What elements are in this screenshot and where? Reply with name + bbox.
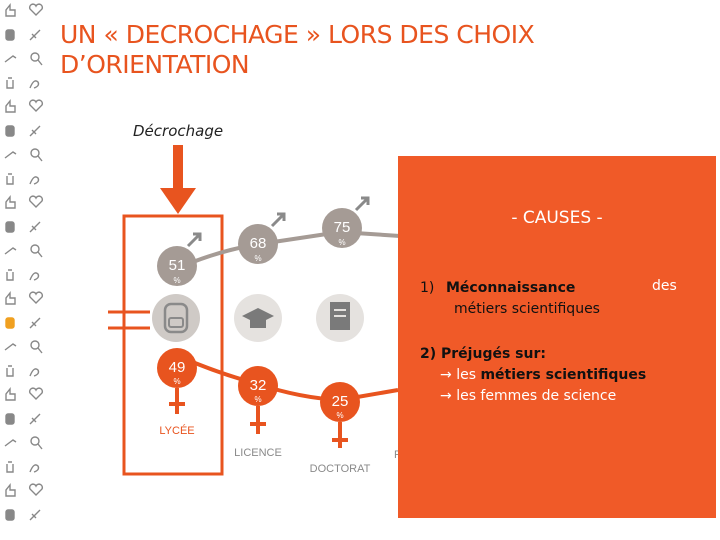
stage-label-lycee: LYCÉE	[159, 424, 194, 437]
cause-2-head: 2) Préjugés sur:	[420, 346, 546, 362]
cause-2-sub-2: → les femmes de science	[440, 388, 617, 404]
title-line-2: D’ORIENTATION	[60, 50, 250, 79]
svg-text:%: %	[338, 238, 345, 247]
svg-text:%: %	[173, 276, 180, 285]
cause-1-number: 1)	[420, 280, 435, 296]
causes-title: - CAUSES -	[511, 208, 603, 228]
women-value-doctorat: 25	[332, 393, 349, 410]
women-value-lycee: 49	[169, 359, 186, 376]
page-title: UN « DECROCHAGE » LORS DES CHOIX D’ORIEN…	[60, 20, 620, 80]
men-value-lycee: 51	[169, 257, 186, 274]
svg-text:%: %	[336, 411, 343, 420]
stage-label-doctorat: DOCTORAT	[310, 463, 371, 475]
graduation-cap-icon	[234, 294, 282, 342]
men-value-doctorat: 75	[334, 219, 351, 236]
women-circle-doctorat: 25 %	[320, 382, 360, 448]
hidden-stage-fragment: P	[394, 449, 401, 461]
causes-panel: - CAUSES - 1) Méconnaissance métiers scie…	[398, 156, 716, 518]
stage-label-licence: LICENCE	[234, 447, 282, 459]
women-circle-licence: 32 %	[238, 366, 278, 434]
men-circle-licence: 68 %	[238, 212, 286, 264]
cause-item-1: 1) Méconnaissance métiers scientifiques	[420, 278, 600, 320]
decrochage-label: Décrochage	[133, 122, 224, 140]
arrow-right-icon: →	[440, 388, 457, 404]
lycee-highlight-box	[122, 214, 224, 476]
cause-1-des: des	[652, 278, 677, 294]
svg-text:%: %	[254, 395, 261, 404]
women-circle-lycee: 49 %	[157, 348, 197, 414]
heart-icon	[28, 3, 44, 16]
cause-1-keyword: Méconnaissance	[446, 280, 576, 296]
men-circle-doctorat: 75 %	[322, 196, 370, 248]
document-icon	[316, 294, 364, 342]
backpack-icon	[152, 294, 200, 342]
arrow-right-icon: →	[440, 367, 457, 383]
svg-text:%: %	[254, 254, 261, 263]
men-curve	[177, 229, 401, 270]
cause-item-2: 2) Préjugés sur: → les métiers scientifi…	[420, 344, 646, 407]
thumbs-up-icon	[5, 3, 16, 17]
men-circle-lycee: 51 %	[157, 232, 202, 286]
women-value-licence: 32	[250, 377, 267, 394]
decrochage-arrow	[160, 145, 196, 214]
pictogram-strip	[4, 3, 44, 521]
svg-text:%: %	[173, 377, 180, 386]
cause-2-sub-1: → les métiers scientifiques	[440, 367, 647, 383]
title-line-1: UN « DECROCHAGE » LORS DES CHOIX	[60, 20, 535, 49]
women-curve	[177, 354, 399, 403]
men-value-licence: 68	[250, 235, 267, 252]
cause-1-line2: métiers scientifiques	[454, 301, 600, 317]
